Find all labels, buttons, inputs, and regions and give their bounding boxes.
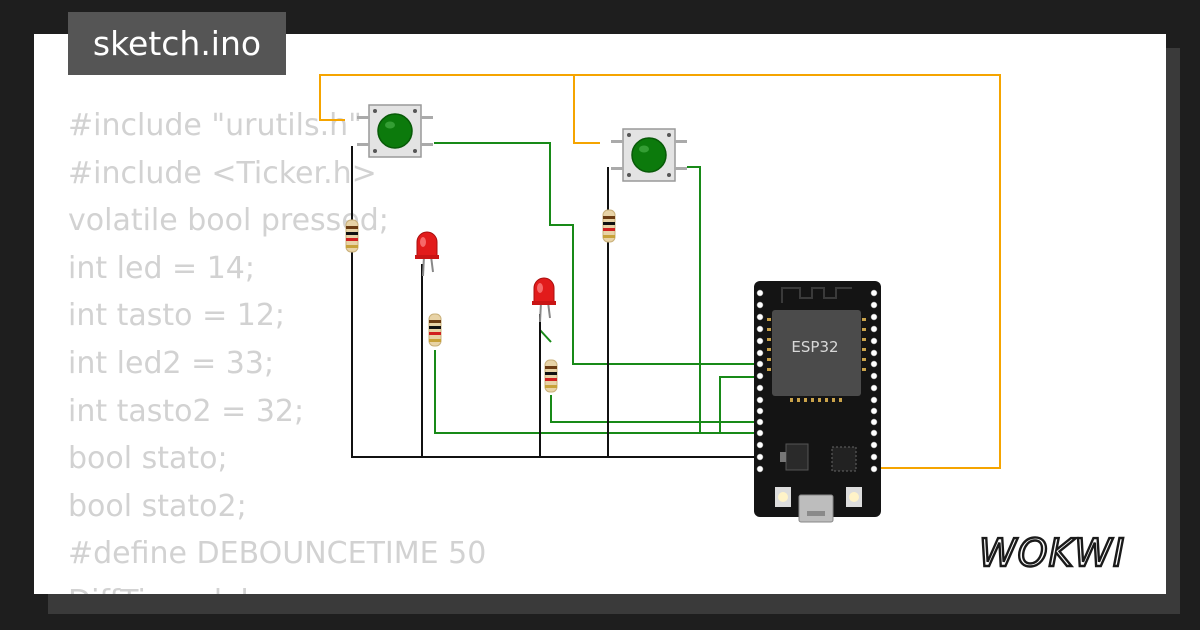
code-editor: #include "urutils.h" #include <Ticker.h>…	[68, 102, 486, 594]
code-line: #define DEBOUNCETIME 50	[68, 536, 487, 572]
code-line: bool stato;	[68, 441, 228, 477]
code-line: DiffTime debounce;	[68, 578, 486, 594]
resistor	[544, 359, 558, 393]
code-line: int led2 = 33;	[68, 345, 275, 381]
preview-card: #include "urutils.h" #include <Ticker.h>…	[34, 34, 1166, 594]
code-line: int tasto = 12;	[68, 298, 286, 334]
wokwi-logo: WOKWI	[975, 528, 1150, 581]
logo-text: WOKWI	[979, 531, 1125, 575]
resistor	[345, 219, 359, 253]
pushbutton[interactable]	[610, 128, 688, 182]
resistor	[428, 313, 442, 347]
code-line: bool stato2;	[68, 488, 247, 524]
green-wire	[434, 142, 760, 434]
led-red[interactable]	[531, 277, 557, 323]
pushbutton[interactable]	[356, 104, 434, 158]
chip-label: ESP32	[791, 338, 838, 356]
led-red[interactable]	[414, 231, 440, 277]
esp32-board[interactable]: ESP32	[754, 281, 881, 523]
orange-wire	[319, 74, 1001, 469]
code-line: #include "urutils.h"	[68, 108, 362, 143]
code-line: #include <Ticker.h>	[68, 155, 377, 191]
file-tab[interactable]: sketch.ino	[68, 12, 286, 75]
wokwi-logo-mark: WOKWI	[978, 530, 1126, 576]
code-line: volatile bool pressed;	[68, 203, 389, 239]
code-line: int tasto2 = 32;	[68, 393, 305, 429]
resistor	[602, 209, 616, 243]
code-line: int led = 14;	[68, 250, 255, 286]
